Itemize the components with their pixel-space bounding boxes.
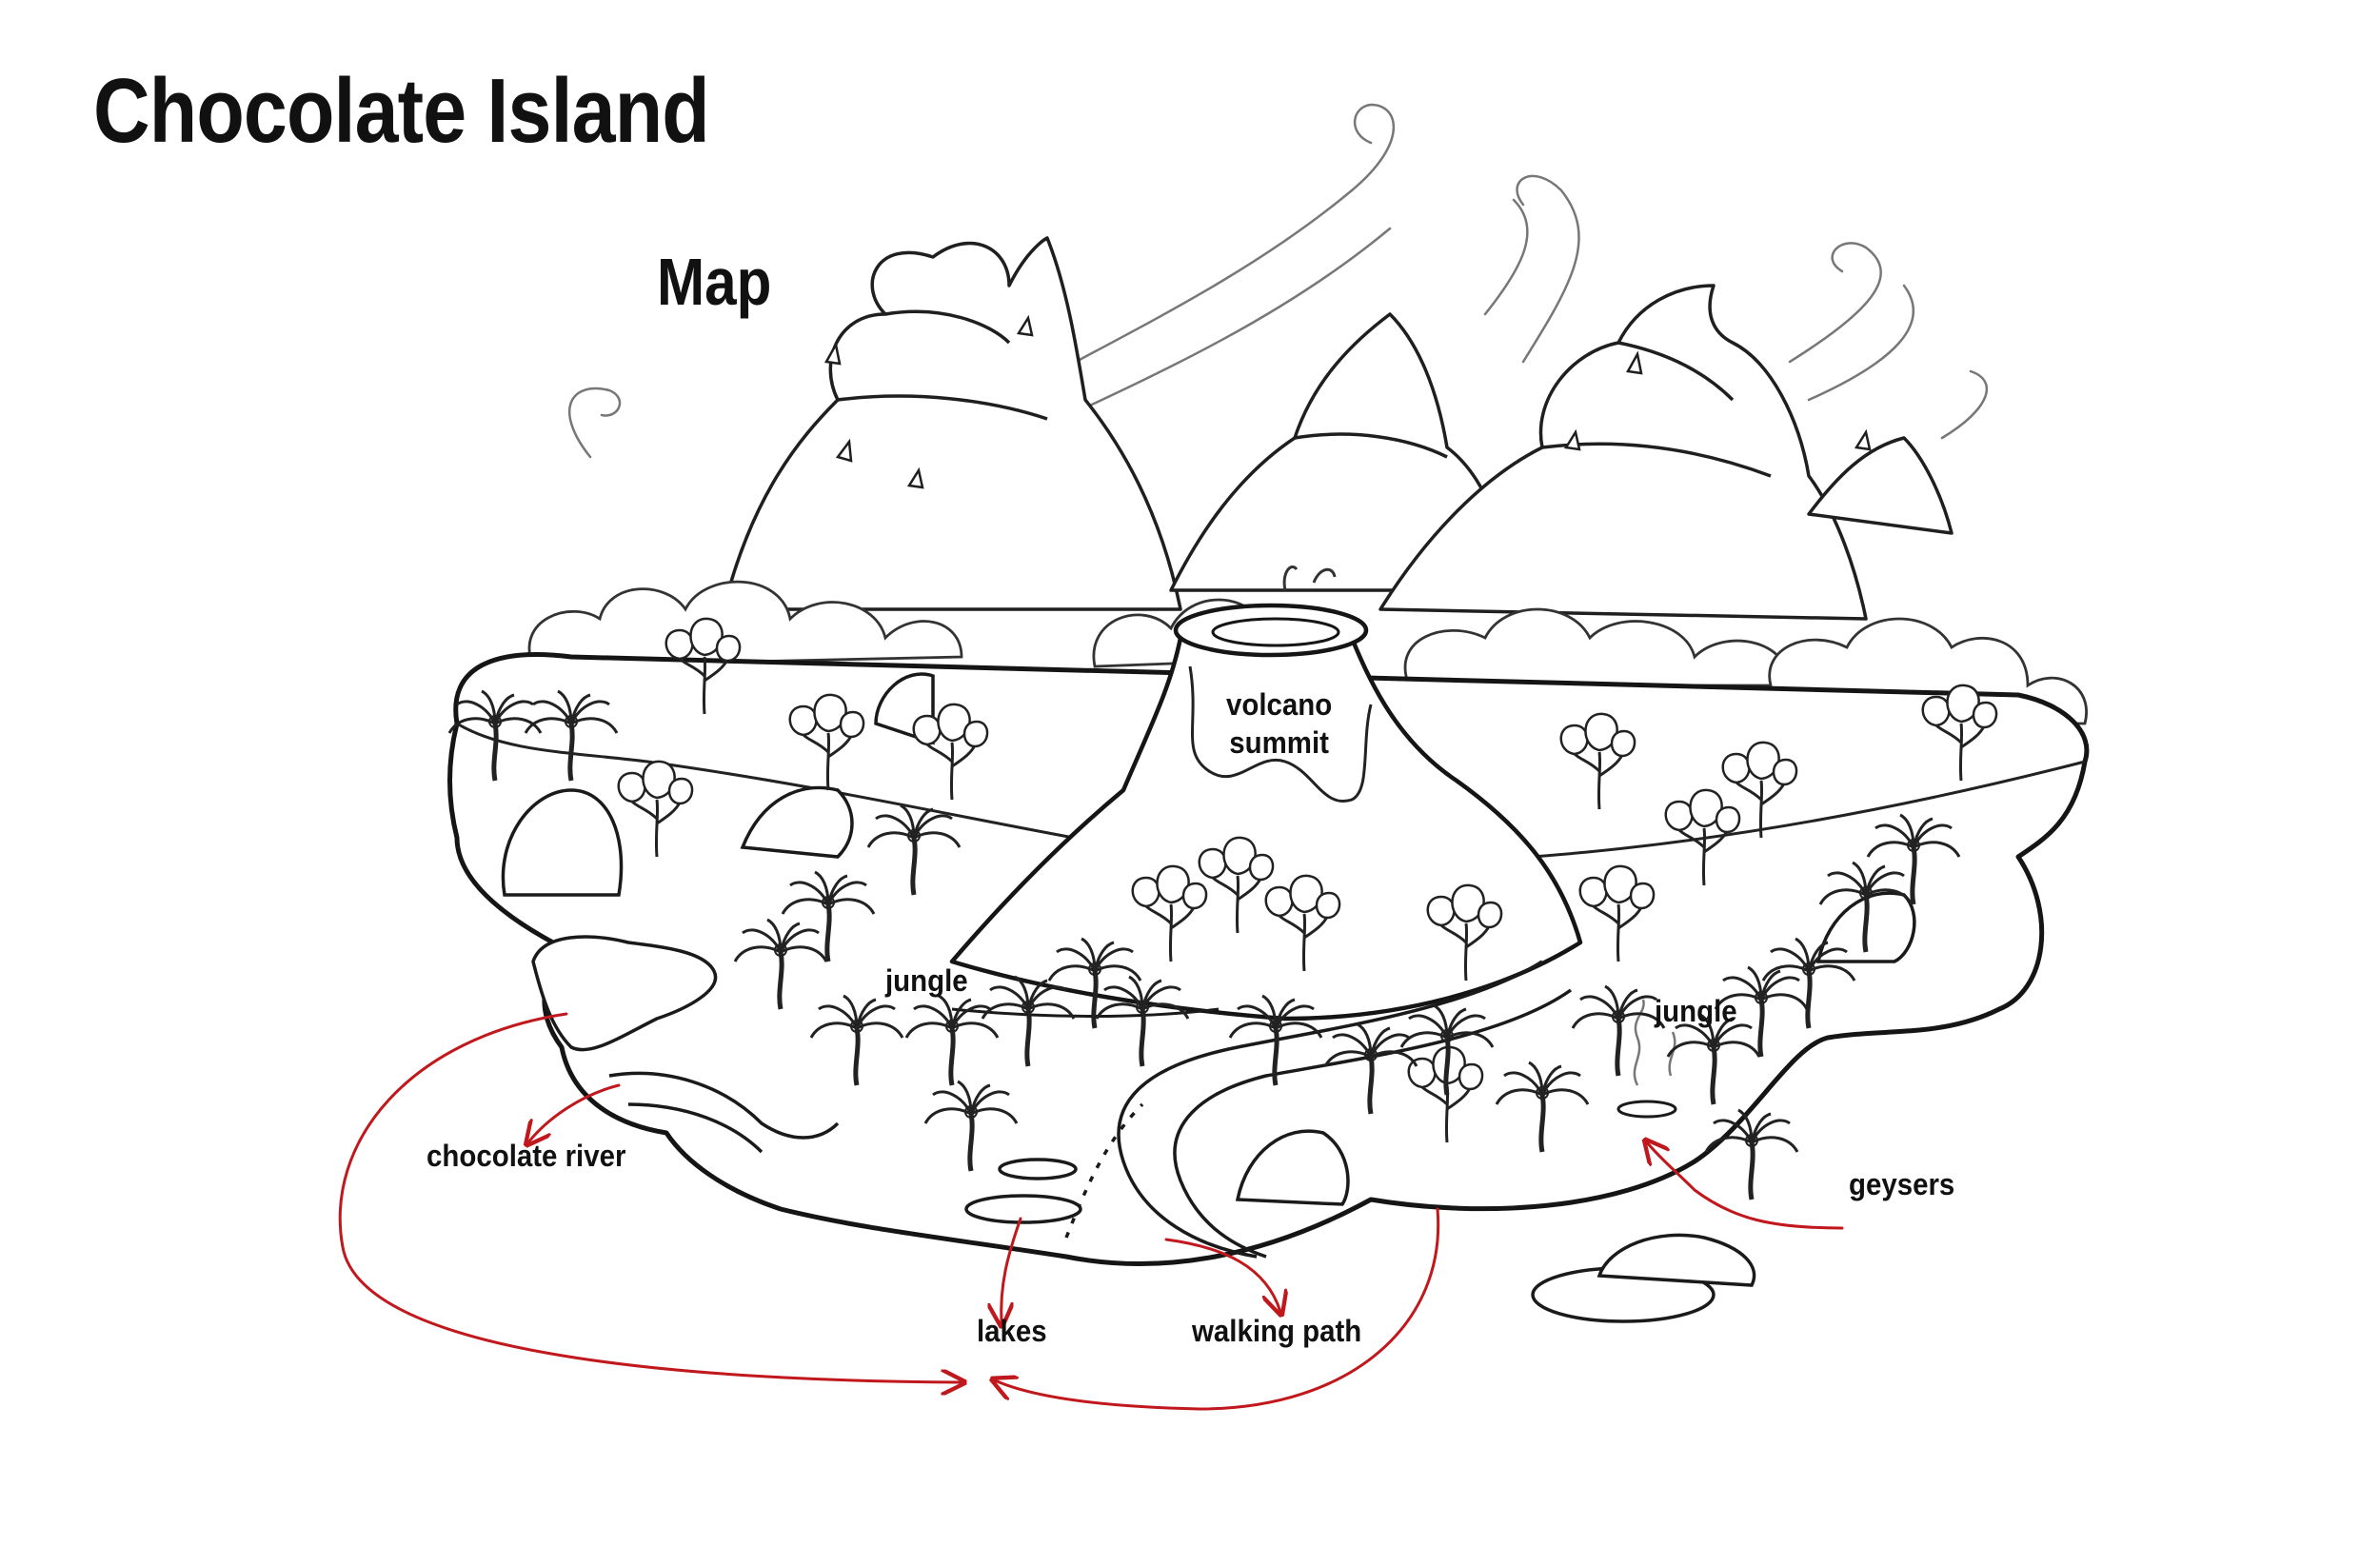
cream-mountains xyxy=(722,236,1954,621)
chocolate-river xyxy=(608,1071,840,1154)
walking-path-label: walking path xyxy=(1192,1314,1362,1348)
geyser-steam xyxy=(1616,999,1677,1119)
arrow-path-to-label xyxy=(1164,1238,1280,1312)
page-title: Chocolate Island xyxy=(93,60,710,162)
jungle-left-label: jungle xyxy=(885,963,968,998)
volcano-lava-drip xyxy=(1188,665,1373,803)
volcano xyxy=(949,603,1583,1022)
volcano-splash xyxy=(1282,565,1337,591)
jungle-right-label: jungle xyxy=(1655,994,1737,1028)
geyser-islet xyxy=(1597,1233,1756,1287)
arrow-lake-to-lakes-label xyxy=(1002,1217,1022,1323)
page-subtitle: Map xyxy=(657,245,772,319)
arrow-geysers xyxy=(1647,1142,1844,1230)
lakes-label: lakes xyxy=(977,1314,1047,1348)
geysers-label: geysers xyxy=(1849,1167,1955,1201)
volcano-label-line2: summit xyxy=(1229,725,1329,760)
volcano-label-line1: volcano xyxy=(1226,687,1333,722)
mountain-spikes xyxy=(824,314,1872,489)
arrow-big-loop xyxy=(995,1207,1440,1411)
annotation-arrows xyxy=(338,1012,1844,1411)
arrow-river-to-label xyxy=(528,1083,621,1142)
chocolate-river-label: chocolate river xyxy=(426,1139,626,1173)
arrow-lake-to-lakes xyxy=(338,1012,962,1382)
volcano-summit-label: volcano summit xyxy=(1226,685,1332,762)
